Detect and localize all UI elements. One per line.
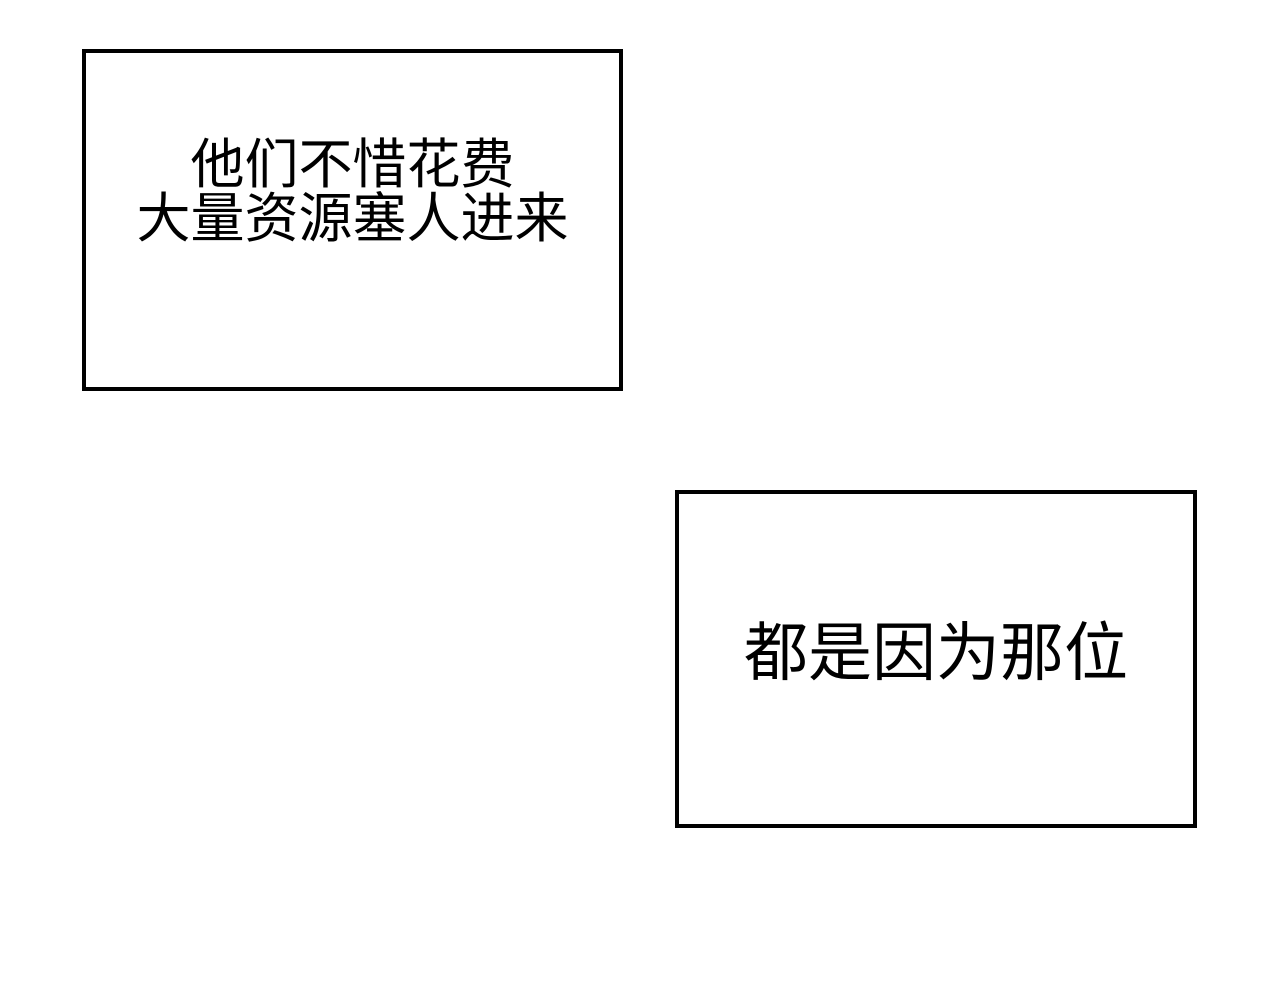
caption-line: 他们不惜花费 (190, 133, 515, 196)
caption-line: 大量资源塞人进来 (136, 187, 569, 250)
caption-box-2: 都是因为那位 (675, 490, 1197, 828)
caption-box-1: 他们不惜花费 大量资源塞人进来 (82, 49, 623, 391)
caption-line: 都是因为那位 (744, 617, 1128, 691)
